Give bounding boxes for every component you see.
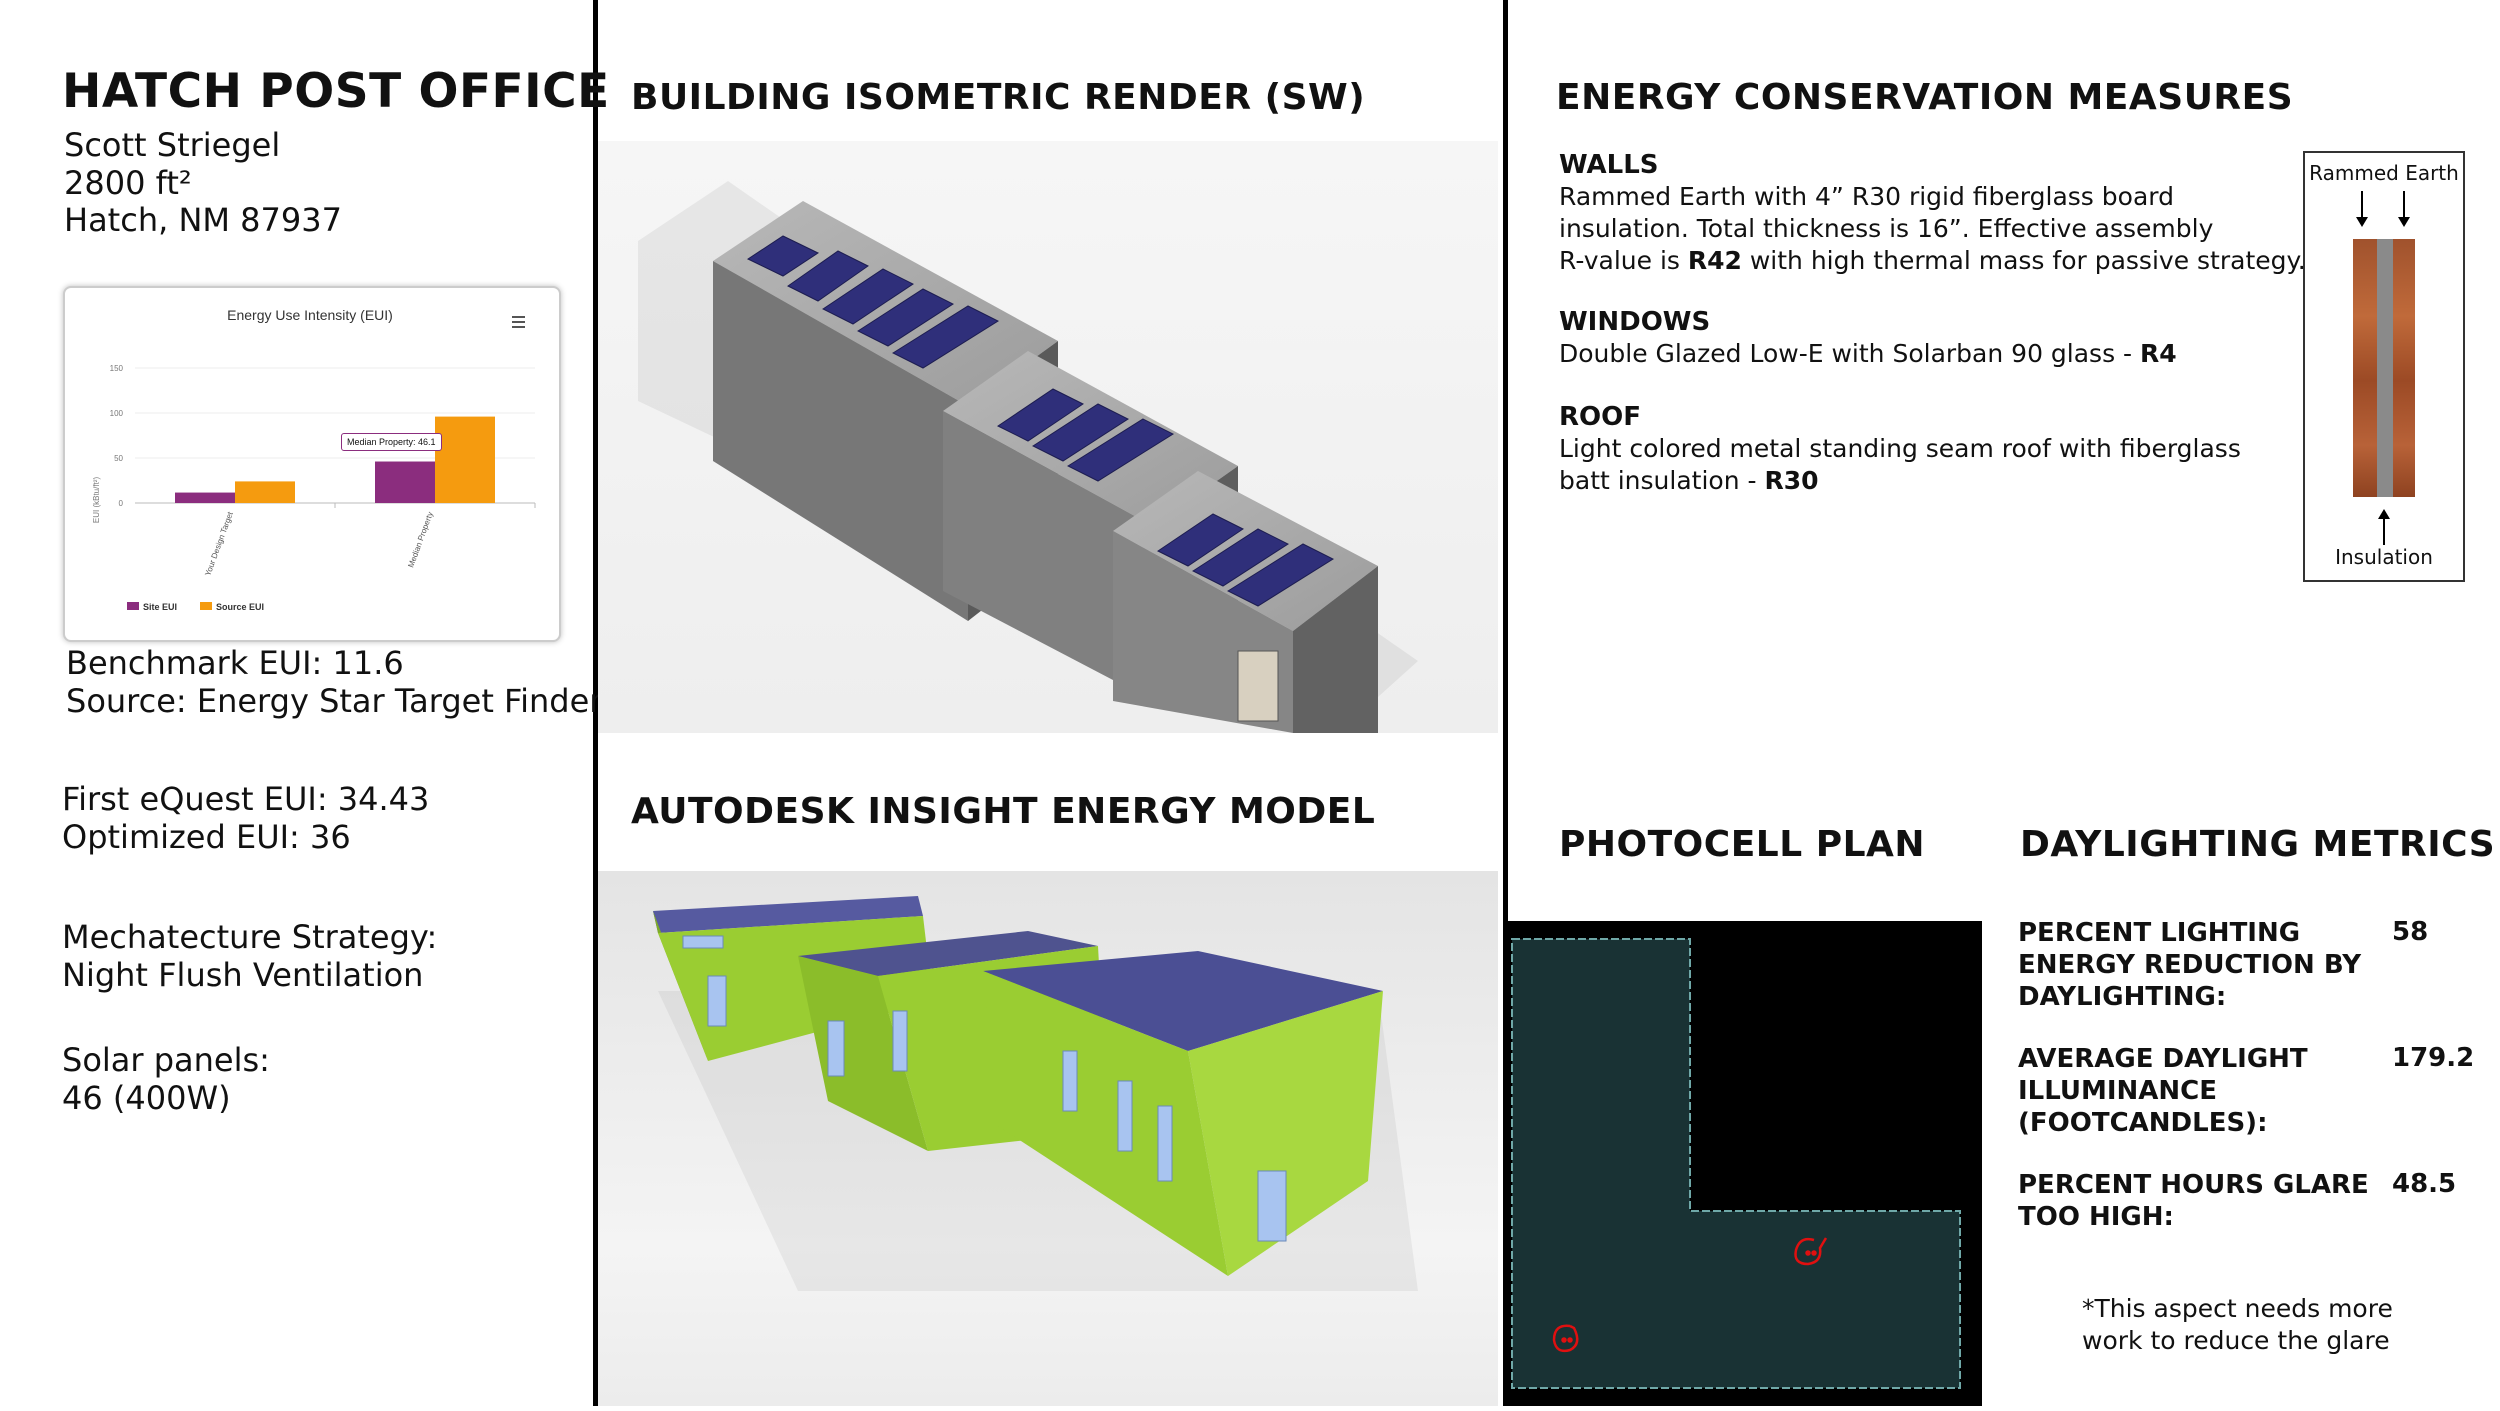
wall-diagram-top-label: Rammed Earth <box>2309 161 2459 185</box>
wall-diagram-bottom-label: Insulation <box>2335 545 2433 569</box>
insulation-layer <box>2377 239 2393 497</box>
bar-source-eui[interactable] <box>435 416 495 503</box>
legend-swatch-source <box>200 602 212 610</box>
section-title-render: BUILDING ISOMETRIC RENDER (SW) <box>631 77 1366 118</box>
chart-ytick-label: 150 <box>110 364 124 373</box>
arrow-down-icon <box>2356 191 2368 227</box>
section-title-ecm: ENERGY CONSERVATION MEASURES <box>1556 77 2294 118</box>
arrow-up-icon <box>2378 509 2390 545</box>
building-area: 2800 ft² <box>64 164 192 202</box>
chart-legend: Site EUI Source EUI <box>127 602 264 612</box>
legend-label-source: Source EUI <box>216 602 264 612</box>
ecm-roof-line-1: Light colored metal standing seam roof w… <box>1559 434 2241 463</box>
author: Scott Striegel <box>64 126 281 164</box>
ecm-walls-rvalue: R42 <box>1687 246 1742 275</box>
metric-label-energy-reduction: PERCENT LIGHTING ENERGY REDUCTION BY DAY… <box>2018 917 2361 1013</box>
divider-right <box>1503 0 1508 1406</box>
strategy-value: Night Flush Ventilation <box>62 956 424 994</box>
legend-label-site: Site EUI <box>143 602 177 612</box>
ecm-walls-line-3c: with high thermal mass for passive strat… <box>1741 246 2306 275</box>
photocell-plan <box>1508 921 1982 1406</box>
metric-value-illuminance: 179.2 <box>2392 1043 2475 1073</box>
metric-label-line: ILLUMINANCE <box>2018 1076 2218 1106</box>
solar-value: 46 (400W) <box>62 1079 231 1117</box>
metric-label-line: PERCENT HOURS GLARE <box>2018 1170 2369 1200</box>
photocell-marker <box>1794 1237 1828 1266</box>
metric-value-glare: 48.5 <box>2392 1169 2457 1199</box>
chart-ytick-label: 50 <box>114 454 123 463</box>
chart-ytick-label: 0 <box>119 499 124 508</box>
chart-ylabel: EUI (kBtu/ft²) <box>92 477 101 524</box>
metric-label-illuminance: AVERAGE DAYLIGHT ILLUMINANCE (FOOTCANDLE… <box>2018 1043 2308 1139</box>
ecm-walls-line-3: R-value is R42 with high thermal mass fo… <box>1559 245 2306 277</box>
metric-label-line: PERCENT LIGHTING <box>2018 918 2301 948</box>
section-title-photocell: PHOTOCELL PLAN <box>1559 824 1926 865</box>
strategy-label: Mechatecture Strategy: <box>62 918 438 956</box>
eui-chart-card: Energy Use Intensity (EUI) EUI (kBtu/ft²… <box>63 286 561 642</box>
chart-xtick-label: Median Property <box>406 511 435 569</box>
metric-label-line: ENERGY REDUCTION BY <box>2018 950 2362 980</box>
bar-source-eui[interactable] <box>235 481 295 503</box>
isometric-render-image <box>598 141 1498 733</box>
glare-note-line-2: work to reduce the glare <box>2082 1326 2390 1355</box>
metric-value-energy-reduction: 58 <box>2392 917 2429 947</box>
benchmark-source: Source: Energy Star Target Finder <box>66 682 603 720</box>
ecm-windows-title: WINDOWS <box>1559 307 1711 337</box>
section-title-daylighting: DAYLIGHTING METRICS <box>2020 824 2496 865</box>
chart-ytick-label: 100 <box>110 409 124 418</box>
metric-label-line: DAYLIGHTING: <box>2018 982 2227 1012</box>
ecm-roof-rvalue: R30 <box>1764 466 1819 495</box>
ecm-walls-line-2: insulation. Total thickness is 16”. Effe… <box>1559 214 2214 243</box>
first-equest-eui: First eQuest EUI: 34.43 <box>62 780 430 818</box>
metric-label-glare: PERCENT HOURS GLARE TOO HIGH: <box>2018 1169 2369 1233</box>
insight-model-image <box>598 871 1498 1406</box>
solar-label: Solar panels: <box>62 1041 270 1079</box>
chart-title: Energy Use Intensity (EUI) <box>227 307 393 323</box>
arrow-down-icon <box>2398 191 2410 227</box>
wall-section-diagram: Rammed Earth Insulation <box>2303 151 2465 582</box>
bar-site-eui[interactable] <box>375 461 435 503</box>
page-title: HATCH POST OFFICE <box>62 64 610 119</box>
bar-site-eui[interactable] <box>175 492 235 503</box>
benchmark-eui: Benchmark EUI: 11.6 <box>66 644 404 682</box>
section-title-insight: AUTODESK INSIGHT ENERGY MODEL <box>631 791 1376 832</box>
legend-swatch-site <box>127 602 139 610</box>
photocell-marker <box>1552 1324 1579 1353</box>
eui-chart: Energy Use Intensity (EUI) EUI (kBtu/ft²… <box>92 307 536 612</box>
ecm-walls-line-1: Rammed Earth with 4” R30 rigid fiberglas… <box>1559 182 2174 211</box>
ecm-roof-line-2: batt insulation - R30 <box>1559 465 1819 497</box>
divider-left <box>593 0 598 1406</box>
floor-plan-outline <box>1511 938 1961 1389</box>
ecm-roof-title: ROOF <box>1559 402 1641 432</box>
glare-note-line-1: *This aspect needs more <box>2082 1294 2393 1323</box>
ecm-windows-line: Double Glazed Low-E with Solarban 90 gla… <box>1559 338 2177 370</box>
ecm-windows-text: Double Glazed Low-E with Solarban 90 gla… <box>1559 339 2141 368</box>
chart-xtick-label: Your Design Target <box>203 510 235 577</box>
metric-label-line: (FOOTCANDLES): <box>2018 1108 2268 1138</box>
optimized-eui: Optimized EUI: 36 <box>62 818 351 856</box>
location: Hatch, NM 87937 <box>64 201 342 239</box>
hamburger-menu-icon[interactable] <box>512 316 525 328</box>
metric-label-line: AVERAGE DAYLIGHT <box>2018 1044 2308 1074</box>
ecm-roof-text: batt insulation - <box>1559 466 1765 495</box>
metric-label-line: TOO HIGH: <box>2018 1202 2174 1232</box>
ecm-windows-rvalue: R4 <box>2140 339 2177 368</box>
chart-tooltip: Median Property: 46.1 <box>341 433 442 451</box>
ecm-walls-title: WALLS <box>1559 150 1659 180</box>
ecm-walls-line-3a: R-value is <box>1559 246 1688 275</box>
